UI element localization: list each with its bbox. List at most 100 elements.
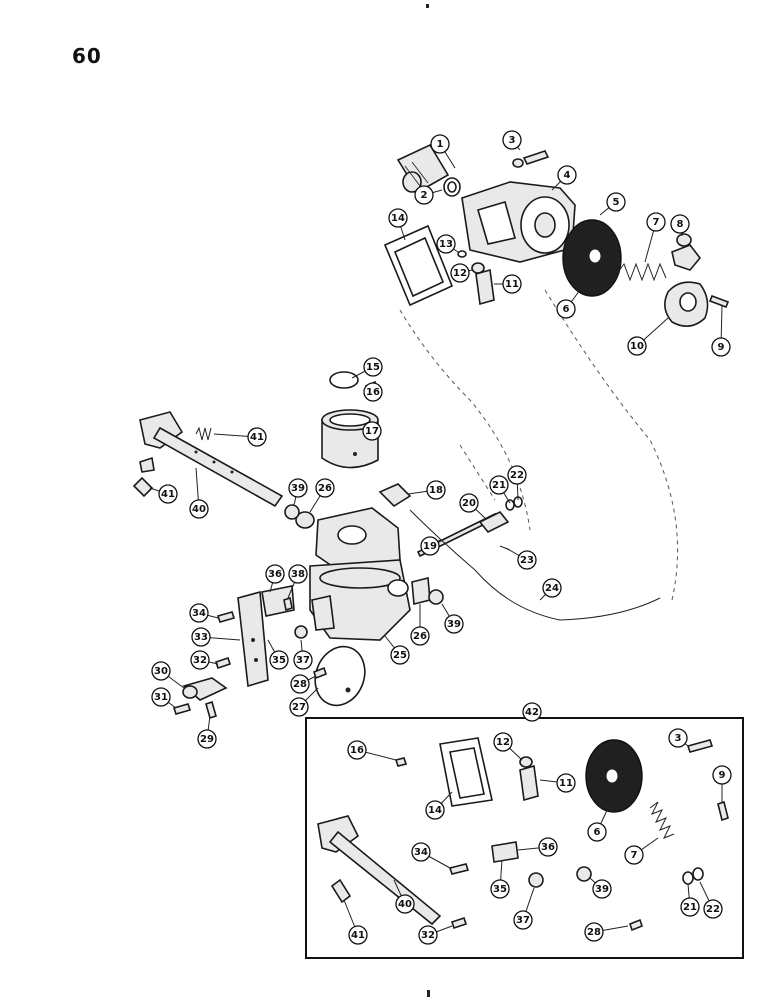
nozzle-20: [478, 510, 510, 534]
callout-circle: [668, 728, 688, 748]
callout-number: 7: [653, 217, 660, 228]
callout-number: 41: [351, 930, 365, 941]
callout-number: 29: [200, 734, 214, 745]
callout-circle: [584, 922, 604, 942]
nut-37: [294, 625, 308, 639]
callout-number: 28: [293, 679, 307, 690]
callout-number: 42: [525, 707, 539, 718]
throttle-shaft-40: [139, 411, 284, 508]
callout-circle: [489, 475, 509, 495]
callout-number: 25: [393, 650, 407, 661]
callout-circle: [190, 650, 210, 670]
callout-number: 24: [545, 583, 559, 594]
nut-39-upper: [284, 504, 300, 520]
kit-diaphragm-6: [585, 739, 643, 813]
callout-number: 18: [429, 485, 443, 496]
callout-number: 40: [192, 504, 206, 515]
callout-number: 39: [595, 884, 609, 895]
callout-number: 41: [250, 432, 264, 443]
callout-number: 19: [423, 541, 437, 552]
fuel-inlet-fitting: [396, 143, 450, 194]
callout-circle: [426, 480, 446, 500]
screw-9: [708, 294, 730, 309]
callout-number: 4: [564, 170, 571, 181]
callout-number: 12: [453, 268, 467, 279]
callout-circle: [388, 208, 408, 228]
bushing-26-left: [295, 511, 315, 529]
callout-number: 11: [505, 279, 519, 290]
callout-circle: [151, 687, 171, 707]
callout-circle: [418, 925, 438, 945]
callout-number: 35: [493, 884, 507, 895]
callout-circle: [513, 910, 533, 930]
callout-circle: [507, 465, 527, 485]
callout-number: 16: [366, 387, 380, 398]
callout-circle: [363, 382, 383, 402]
callout-circle: [158, 484, 178, 504]
throttle-plate-27: [314, 645, 366, 707]
top-mark: [426, 4, 429, 8]
callout-circle: [420, 536, 440, 556]
carburetor-body-25: [309, 507, 411, 641]
callout-number: 26: [318, 483, 332, 494]
callout-number: 6: [563, 304, 570, 315]
screw-34: [216, 611, 236, 623]
callout-circle: [522, 702, 542, 722]
callout-circle: [703, 899, 723, 919]
callout-circle: [411, 842, 431, 862]
callout-number: 39: [447, 619, 461, 630]
kit-shaft-40: [317, 815, 442, 926]
callout-circle: [395, 894, 415, 914]
callout-circle: [290, 674, 310, 694]
kit-gasket-14: [439, 737, 493, 807]
gasket-ring-2: [443, 177, 461, 197]
callout-circle: [289, 697, 309, 717]
pump-cover-10: [664, 281, 709, 327]
callout-number: 35: [272, 655, 286, 666]
callout-circle: [490, 879, 510, 899]
spring-7: [617, 262, 667, 282]
callout-circle: [288, 564, 308, 584]
gasket-14: [383, 224, 454, 307]
kit-screw-34: [448, 863, 470, 875]
callout-number: 33: [194, 632, 208, 643]
kit-nut-37: [528, 872, 544, 888]
callout-circle: [265, 564, 285, 584]
callout-number: 31: [154, 692, 168, 703]
callout-circle: [269, 650, 289, 670]
callout-number: 28: [587, 927, 601, 938]
elbow-fitting-18: [378, 483, 412, 508]
callout-number: 14: [391, 213, 405, 224]
screw-29: [205, 700, 217, 720]
callout-circle: [712, 765, 732, 785]
callout-circle: [542, 578, 562, 598]
spring-41-upper: [195, 426, 212, 441]
callout-circle: [517, 550, 537, 570]
kit-bracket-35-36: [491, 841, 519, 863]
callout-number: 13: [439, 239, 453, 250]
callout-number: 40: [398, 899, 412, 910]
screw-3: [512, 150, 550, 168]
lever-33: [237, 590, 269, 688]
callout-number: 10: [630, 341, 644, 352]
callout-number: 14: [428, 805, 442, 816]
washer-13: [457, 250, 467, 258]
callout-number: 39: [291, 483, 305, 494]
callout-number: 32: [193, 655, 207, 666]
fuel-line-24: [409, 509, 661, 621]
callout-circle: [680, 897, 700, 917]
assembly-guide-lines: [399, 289, 679, 601]
callout-circle: [556, 299, 576, 319]
kit-screw-16: [394, 757, 408, 767]
callout-circle: [430, 134, 450, 154]
kit-screw-28: [629, 918, 643, 932]
callout-circle: [502, 130, 522, 150]
callout-circle: [288, 478, 308, 498]
kit-nut-12: [519, 756, 533, 768]
callout-circle: [502, 274, 522, 294]
callout-circle: [151, 661, 171, 681]
callout-circle: [627, 336, 647, 356]
fitting-8: [671, 233, 702, 271]
screw-38: [283, 596, 293, 612]
